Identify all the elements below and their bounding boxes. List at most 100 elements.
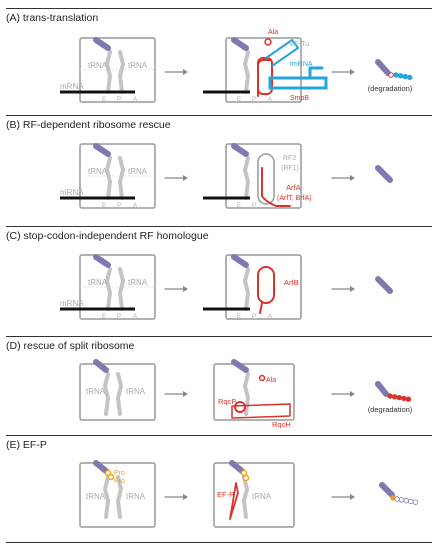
peptide-tail-bead [412,499,419,505]
trna-left-e [103,475,110,519]
arfa-alt-label: (ArfT, BrfA) [277,195,312,202]
trna-left [105,267,112,311]
peptide-e [93,460,109,474]
trna-left-label: tRNA [88,61,108,70]
rqch-label: RqcH [272,420,291,429]
trna-right-e [116,475,123,519]
ef-p-shape [229,482,239,520]
arrow-e2-head [350,494,355,500]
arfb-tail [259,302,263,314]
released-peptide-c [375,276,393,294]
smpb-shape [257,59,271,97]
ribosome-box-e [79,462,156,528]
peptide-d-rescue [231,359,249,373]
nascent-peptide [93,37,111,51]
ribosome-box-b-rescue [225,143,302,209]
site-e-label-b2: E [237,203,241,209]
rf1-label: (RF1) [281,165,299,172]
ala-bead-d [258,374,266,382]
panel-a-title: (A) trans-translation [6,12,99,24]
rqcp-label: RqcP [218,397,236,406]
peptide-tail-bead [398,497,405,503]
site-e-label-a2: E [237,97,241,103]
arrow-c1-head [183,286,188,292]
arrow-a1-head [183,69,188,75]
tag-bead [407,74,413,81]
degradation-label-d: (degradation) [368,405,413,414]
trna-right-label-e2: tRNA [252,492,272,501]
site-p-label-c2: P [252,314,256,320]
trna-b-rescue [243,156,250,200]
ala-tail-bead [387,393,393,399]
ala-tail-bead [405,396,412,402]
trna-right-label-e: tRNA [126,492,146,501]
panel-b-rule [6,115,432,116]
ala-tail-bead [391,394,398,400]
tmrna-label: tmRNA [290,61,313,68]
site-p-label-b2: P [252,203,256,209]
arrow-e1-head [183,494,188,500]
released-peptide-a [375,59,391,76]
trna-left-label: tRNA [88,167,108,176]
site-a-label-c2: A [268,314,272,320]
released-peptide-d [375,381,389,397]
site-e-label: E [102,97,106,103]
trna-left-label-d: tRNA [86,387,106,396]
tmrna-blue-frame [268,76,328,90]
panel-e-rule [6,435,432,436]
smpb-label: SmpB [290,95,309,102]
ribosome-box-c-rescue [225,254,302,320]
ef-tu-shape [265,39,299,67]
trna-c-rescue [243,267,250,311]
tag-bead [397,73,404,79]
trna-right [118,267,125,311]
panel-d-rule [6,336,432,337]
trna-right-d [116,372,123,416]
ala-label: Ala [268,29,278,36]
efp-label: EF-P [217,490,234,499]
site-e-label-c2: E [237,314,241,320]
site-e-label: E [102,314,106,320]
panel-a-rule [6,8,432,9]
panel-c-rule [6,226,432,227]
ribosome-box-e-rescue [213,462,295,528]
pro-bead-4 [242,474,250,482]
arrow-b2-head [350,175,355,181]
mrna-label: mRNA [60,299,84,308]
trna-left [105,50,112,94]
site-a-label: A [133,314,137,320]
trna-right [118,50,125,94]
peptide-d [93,359,109,373]
trna-left-d [103,372,110,416]
trna-a-rescue [243,50,250,94]
arfb-shape [257,266,275,304]
peptide-e-rescue [229,460,245,474]
trna-right [118,156,125,200]
pro-label-1: Pro [114,470,125,477]
rqcp-shape [234,401,246,413]
site-p-label: P [117,97,121,103]
ala-tail-bead [396,394,402,401]
trna-left-label-e: tRNA [86,492,106,501]
peptide-tail-bead [403,497,409,504]
ala-label-d: Ala [266,377,276,384]
pro-bead-1 [104,469,112,477]
panel-e-title: (E) EF-P [6,439,47,451]
trna-right-label-d: tRNA [126,387,146,396]
trna-right-label: tRNA [128,278,148,287]
nascent-peptide [93,254,111,268]
peptide-c-rescue [231,254,249,268]
pro-label-2: Pro [114,478,125,485]
site-a-label: A [133,203,137,209]
ef-tu-label: EF-Tu [290,41,309,48]
tmrna-blue-arm [308,66,324,80]
released-peptide-e [379,482,395,498]
site-p-label-a2: P [252,97,256,103]
ribosome-box-a-rescue [225,37,302,103]
nascent-peptide [93,143,111,157]
ribosome-box-d [79,363,156,421]
rqch-shape [231,403,291,419]
pro-bead-2 [107,473,115,481]
